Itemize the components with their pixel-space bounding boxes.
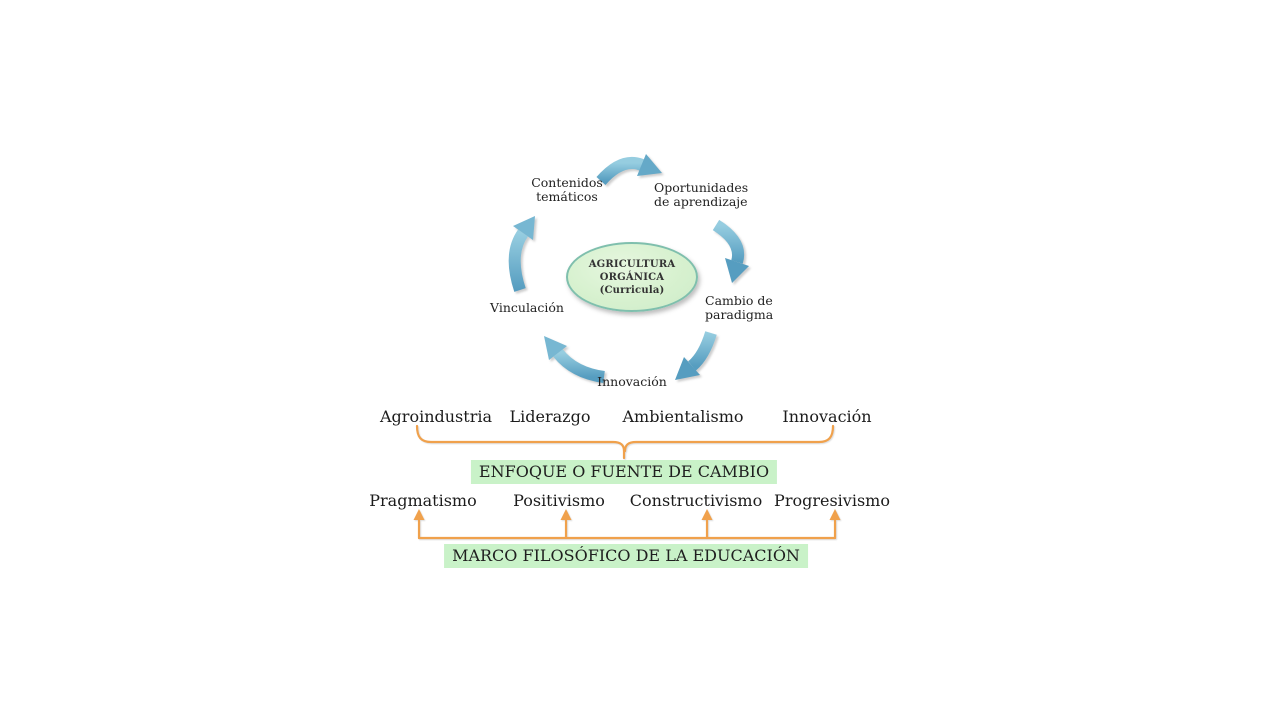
up-arrow-icon (829, 509, 841, 520)
enfoque-item-agroindustria: Agroindustria (380, 407, 492, 426)
marco-item-progresivismo: Progresivismo (774, 491, 890, 510)
cycle-step-cambio-paradigma: Cambio de paradigma (705, 293, 774, 323)
marco-arrowheads (413, 509, 841, 520)
marco-item-constructivismo: Constructivismo (629, 491, 763, 510)
marco-item-pragmatismo: Pragmatismo (369, 491, 477, 510)
enfoque-bracket (415, 424, 835, 460)
enfoque-item-innovacion: Innovación (782, 407, 872, 426)
cycle-step-innovacion: Innovación (597, 374, 667, 389)
marco-connector (413, 509, 841, 540)
enfoque-item-ambientalismo: Ambientalismo (622, 407, 744, 426)
up-arrow-icon (560, 509, 572, 520)
up-arrow-icon (413, 509, 425, 520)
cycle-arrow-top-icon (596, 154, 662, 186)
up-arrow-icon (701, 509, 713, 520)
cycle-center-title: AGRICULTURA ORGÁNICA (Curricula) (588, 258, 676, 296)
cycle-arrow-bottom-right-icon (675, 331, 717, 380)
marco-label: MARCO FILOSÓFICO DE LA EDUCACIÓN (444, 544, 808, 568)
marco-item-positivismo: Positivismo (513, 491, 605, 510)
cycle-step-contenidos-tematicos: Contenidos temáticos (531, 175, 603, 205)
cycle-arrow-right-icon (712, 219, 749, 283)
cycle-step-vinculacion: Vinculación (490, 300, 564, 315)
enfoque-label: ENFOQUE O FUENTE DE CAMBIO (470, 460, 778, 484)
cycle-arrow-left-icon (508, 216, 535, 292)
enfoque-item-liderazgo: Liderazgo (509, 407, 591, 426)
cycle-center-ellipse: AGRICULTURA ORGÁNICA (Curricula) (566, 242, 698, 312)
cycle-arrow-bottom-left-icon (544, 336, 605, 383)
cycle-step-oportunidades-aprendizaje: Oportunidades de aprendizaje (654, 180, 749, 210)
